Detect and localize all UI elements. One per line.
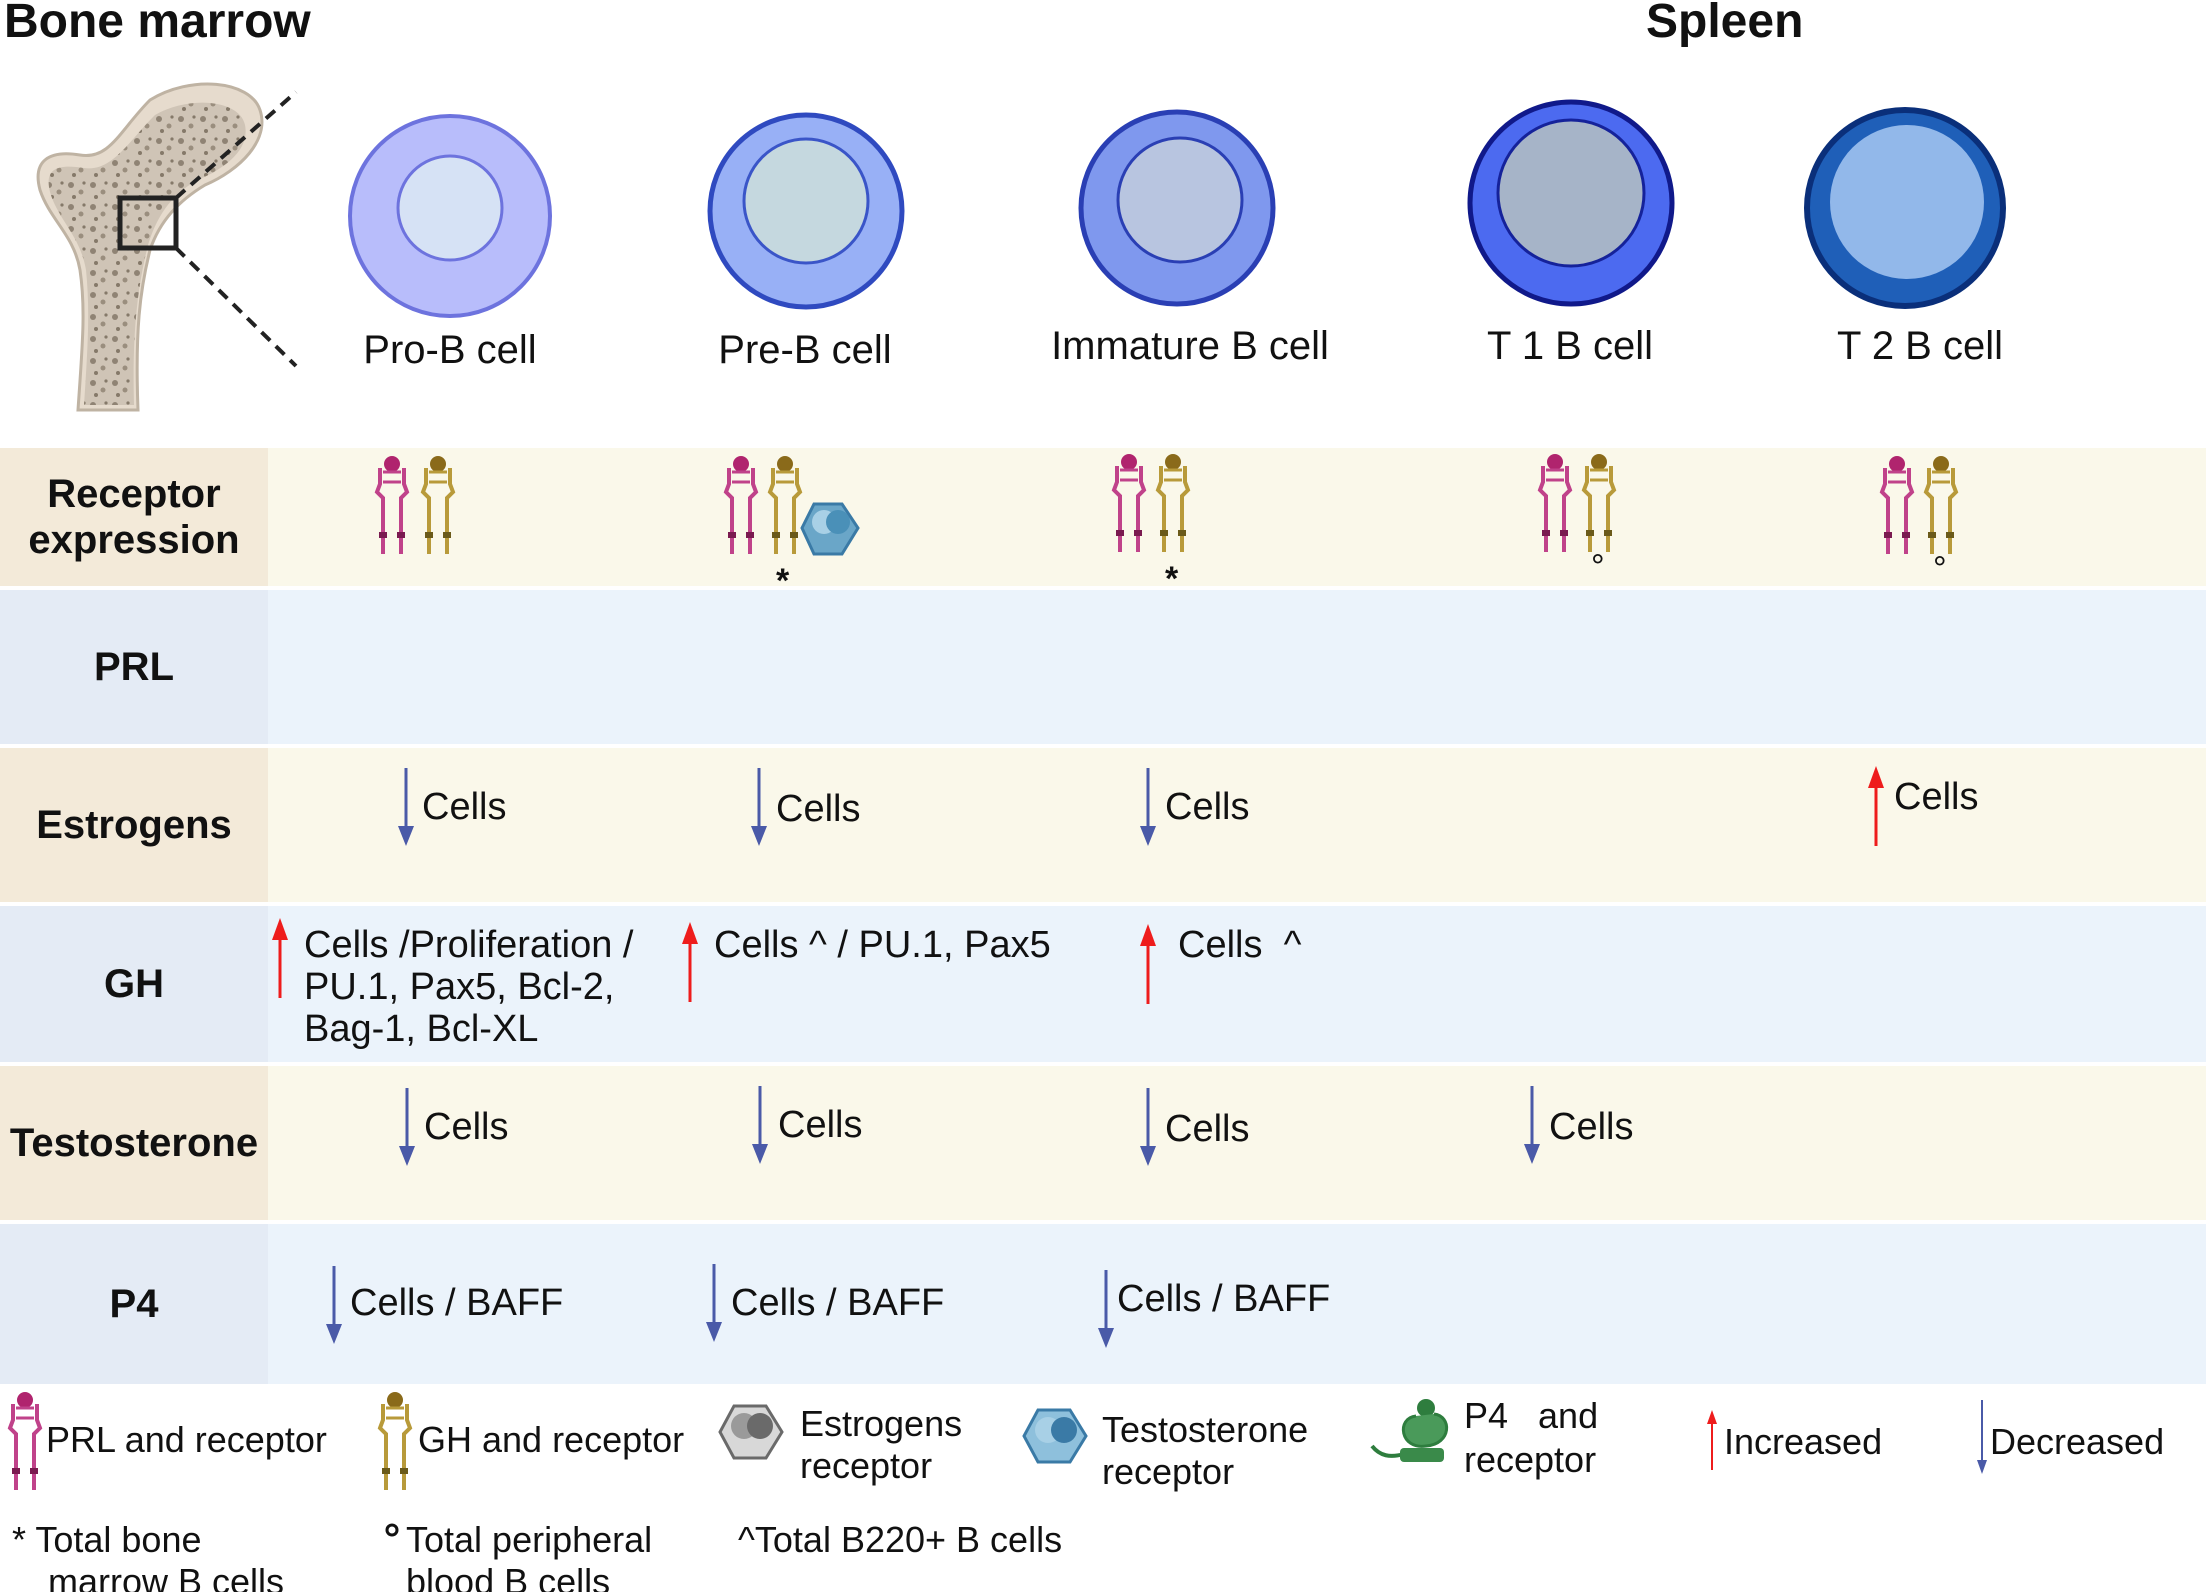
- testosterone-pro-b-effect: Cells: [424, 1106, 509, 1148]
- row-label-prl: PRL: [0, 590, 268, 744]
- gh-receptor-icon: [1156, 452, 1190, 554]
- row-label-testosterone: Testosterone: [0, 1066, 268, 1220]
- estrogens-pro-b-effect: Cells: [422, 786, 507, 828]
- up-arrow-icon: [1707, 1410, 1717, 1470]
- immature-b-cell-label: Immature B cell: [1051, 324, 1329, 368]
- down-arrow-icon: [324, 1264, 344, 1346]
- testosterone-t1-effect: Cells: [1549, 1106, 1634, 1148]
- down-arrow-icon: [704, 1262, 724, 1344]
- down-arrow-icon: [396, 766, 416, 848]
- pre-b-cell-label: Pre-B cell: [718, 328, 892, 372]
- legend-testosterone-line1: Testosterone: [1102, 1409, 1309, 1450]
- legend-p4-line1: P4 and: [1464, 1395, 1599, 1436]
- row-testosterone: Testosterone Cells Cells Cells Cells: [0, 1066, 2206, 1220]
- up-arrow-icon: [1138, 922, 1158, 1006]
- estrogens-t2-effect: Cells: [1894, 776, 1979, 818]
- spleen-title: Spleen: [1646, 0, 1804, 48]
- legend-star-note-line1: * Total bone: [12, 1519, 202, 1560]
- legend-estrogens-line2: receptor: [800, 1445, 933, 1486]
- t2-b-cell-icon: [1804, 107, 2006, 309]
- prl-receptor-icon: [1112, 452, 1146, 554]
- testosterone-immature-b-effect: Cells: [1165, 1108, 1250, 1150]
- prl-receptor-icon: [375, 454, 409, 556]
- down-arrow-icon: [1138, 766, 1158, 848]
- row-estrogens: Estrogens Cells Cells Cells Cells: [0, 748, 2206, 902]
- t1-b-cell-label: T 1 B cell: [1487, 324, 1653, 368]
- row-label-p4: P4: [0, 1224, 268, 1384]
- legend-increased: Increased: [1724, 1421, 1883, 1462]
- total-bone-marrow-mark: *: [1165, 560, 1179, 598]
- up-arrow-icon: [1866, 764, 1886, 848]
- gh-receptor-icon: [768, 454, 802, 556]
- gh-pro-b-effect-line1: Cells /Proliferation /: [304, 924, 634, 966]
- testosterone-pre-b-effect: Cells: [778, 1104, 863, 1146]
- row-label-receptor: Receptor expression: [0, 448, 268, 586]
- gh-pro-b-effect-line2: PU.1, Pax5, Bcl-2,: [304, 966, 615, 1008]
- legend-circle-note-line2: blood B cells: [406, 1561, 611, 1592]
- gh-receptor-icon: [421, 454, 455, 556]
- total-peripheral-blood-mark: °: [1933, 550, 1947, 588]
- down-arrow-icon: [1977, 1400, 1987, 1474]
- down-arrow-icon: [1096, 1268, 1116, 1350]
- gh-receptor-icon: [378, 1390, 412, 1492]
- prl-receptor-icon: [724, 454, 758, 556]
- total-peripheral-blood-mark: °: [1591, 548, 1605, 586]
- legend-caret-note: ^Total B220+ B cells: [738, 1519, 1063, 1560]
- t1-b-cell-icon: [1467, 99, 1675, 307]
- t2-b-cell-label: T 2 B cell: [1837, 324, 2003, 368]
- prl-receptor-icon: [1538, 452, 1572, 554]
- row-receptor-expression: Receptor expression * * ° °: [0, 448, 2206, 600]
- legend-gh: GH and receptor: [418, 1419, 685, 1460]
- estrogens-pre-b-effect: Cells: [776, 788, 861, 830]
- femur-bone-icon: [36, 82, 298, 412]
- p4-immature-b-effect: Cells / BAFF: [1117, 1278, 1331, 1320]
- estrogens-immature-b-effect: Cells: [1165, 786, 1250, 828]
- row-prl: PRL: [0, 590, 2206, 744]
- legend-testosterone-line2: receptor: [1102, 1451, 1235, 1492]
- row-p4: P4 Cells / BAFF Cells / BAFF Cells / BAF…: [0, 1224, 2206, 1384]
- legend-p4-line2: receptor: [1464, 1439, 1597, 1480]
- legend-estrogens-line1: Estrogens: [800, 1403, 963, 1444]
- row-label-gh: GH: [0, 906, 268, 1062]
- testosterone-receptor-icon: [1022, 1408, 1088, 1464]
- p4-pro-b-effect: Cells / BAFF: [350, 1282, 564, 1324]
- down-arrow-icon: [1138, 1086, 1158, 1168]
- up-arrow-icon: [680, 920, 700, 1004]
- down-arrow-icon: [397, 1086, 417, 1168]
- prl-receptor-icon: [8, 1390, 42, 1492]
- circle-mark-icon: [385, 1523, 399, 1537]
- bone-marrow-title: Bone marrow: [4, 0, 311, 48]
- p4-receptor-icon: [1370, 1399, 1449, 1462]
- down-arrow-icon: [1522, 1084, 1542, 1166]
- down-arrow-icon: [749, 766, 769, 848]
- row-gh: GH Cells /Proliferation / PU.1, Pax5, Bc…: [0, 906, 2206, 1062]
- p4-pre-b-effect: Cells / BAFF: [731, 1282, 945, 1324]
- pre-b-cell-icon: [707, 112, 905, 310]
- prl-receptor-icon: [1880, 454, 1914, 556]
- row-label-estrogens: Estrogens: [0, 748, 268, 902]
- legend-prl: PRL and receptor: [46, 1419, 327, 1460]
- legend-circle-note-line1: Total peripheral: [406, 1519, 653, 1560]
- testosterone-receptor-icon: [800, 502, 860, 556]
- legend-decreased: Decreased: [1990, 1421, 2165, 1462]
- pro-b-cell-label: Pro-B cell: [363, 328, 537, 372]
- gh-pro-b-effect-line3: Bag-1, Bcl-XL: [304, 1008, 539, 1050]
- estrogen-receptor-icon: [718, 1404, 784, 1460]
- immature-b-cell-icon: [1078, 109, 1276, 307]
- up-arrow-icon: [270, 916, 290, 1000]
- gh-immature-b-effect: Cells ^: [1178, 924, 1302, 966]
- gh-pre-b-effect: Cells ^ / PU.1, Pax5: [714, 924, 1051, 966]
- down-arrow-icon: [750, 1084, 770, 1166]
- pro-b-cell-icon: [348, 114, 552, 318]
- legend-star-note-line2: marrow B cells: [48, 1561, 285, 1592]
